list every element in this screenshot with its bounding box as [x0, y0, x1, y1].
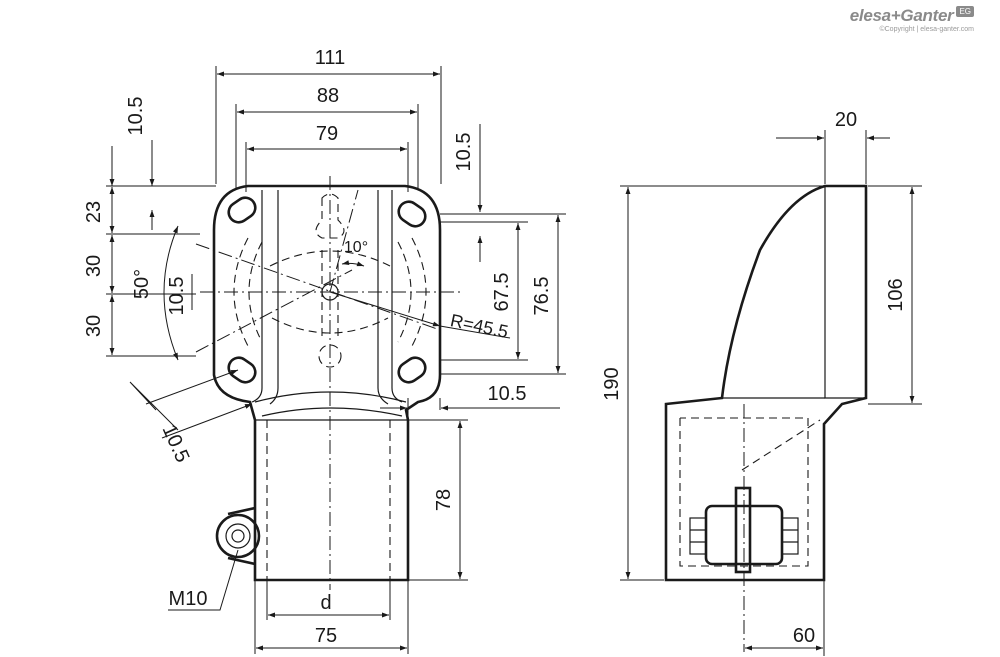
front-rib-left-2: [269, 190, 279, 405]
dim-190: 190: [601, 367, 623, 400]
center-hole: [321, 283, 339, 301]
dim-30-bottom: 30: [83, 315, 105, 337]
front-transition-arc-2: [261, 407, 403, 417]
dim-88: 88: [317, 85, 339, 107]
front-rib-left: [251, 190, 263, 403]
clamp-screw-inner: [225, 523, 251, 549]
rotated-axis: [329, 189, 359, 293]
dim-d: d: [320, 592, 331, 614]
side-bolt-lines: [690, 529, 798, 543]
corner-slot-bottom-right: [397, 356, 427, 384]
dim-30-top: 30: [83, 255, 105, 277]
dim-76-5: 76.5: [531, 277, 553, 316]
clamp-lug: [227, 506, 256, 566]
arc-slot-left-inner: [248, 241, 263, 343]
rotation-arc-2: [271, 317, 389, 334]
dim-thread-m10: M10: [169, 588, 208, 610]
dim-60: 60: [793, 625, 815, 647]
side-clamp-slot: [734, 486, 752, 574]
arc-slot-left-outer: [233, 237, 249, 347]
side-bolt-head: [689, 517, 707, 555]
dim-20: 20: [835, 109, 857, 131]
front-plate-outline: [212, 184, 442, 582]
dim-radius: R=45.5: [449, 310, 510, 342]
brand-name: elesa+Ganter: [849, 6, 954, 25]
arc-slot-right-outer: [411, 237, 427, 347]
arc-slot-right-inner: [397, 241, 412, 343]
diagonal-axis-2: [195, 269, 353, 353]
front-rib-right-2: [391, 190, 403, 403]
dim-67-5: 67.5: [491, 273, 513, 312]
dim-79: 79: [316, 123, 338, 145]
dim-75: 75: [315, 625, 337, 647]
front-view: [195, 176, 460, 590]
front-dimensions: 111 88 79 10.5 23 30 30 50° 10.5 10° 1: [83, 47, 566, 654]
side-nut: [781, 517, 799, 555]
side-inner-edge: [824, 186, 866, 399]
brand-copyright: ©Copyright | elesa-ganter.com: [879, 26, 974, 33]
clamp-screw-core: [231, 529, 245, 543]
corner-slot-top-right: [397, 200, 427, 228]
dim-angle-10: 10°: [344, 239, 368, 256]
dim-78: 78: [433, 489, 455, 511]
dim-angle-50: 50°: [131, 269, 153, 299]
diagonal-axis-1: [195, 243, 441, 331]
rotation-arc: [269, 250, 391, 267]
dim-left-10-5: 10.5: [125, 97, 147, 136]
side-diagonal: [741, 419, 821, 471]
dim-111: 111: [315, 47, 345, 69]
dim-23: 23: [83, 201, 105, 223]
keyhole-bottom: [318, 344, 342, 368]
front-rib-right: [377, 190, 389, 405]
keyhole-top: [315, 193, 345, 239]
dim-right-10-5: 10.5: [453, 133, 475, 172]
dim-bottom-right-10-5: 10.5: [488, 383, 527, 405]
corner-slot-bottom-left: [227, 356, 257, 384]
corner-slot-top-left: [227, 196, 257, 224]
side-outline: [664, 184, 868, 582]
dim-slot-10-5: 10.5: [166, 277, 188, 316]
dim-106: 106: [885, 278, 907, 311]
brand-badge: EG: [956, 6, 974, 17]
side-view: [664, 184, 868, 652]
clamp-screw-outer: [215, 513, 261, 559]
side-bore: [679, 417, 809, 567]
side-dimensions: 20 106 190 60: [601, 109, 922, 656]
